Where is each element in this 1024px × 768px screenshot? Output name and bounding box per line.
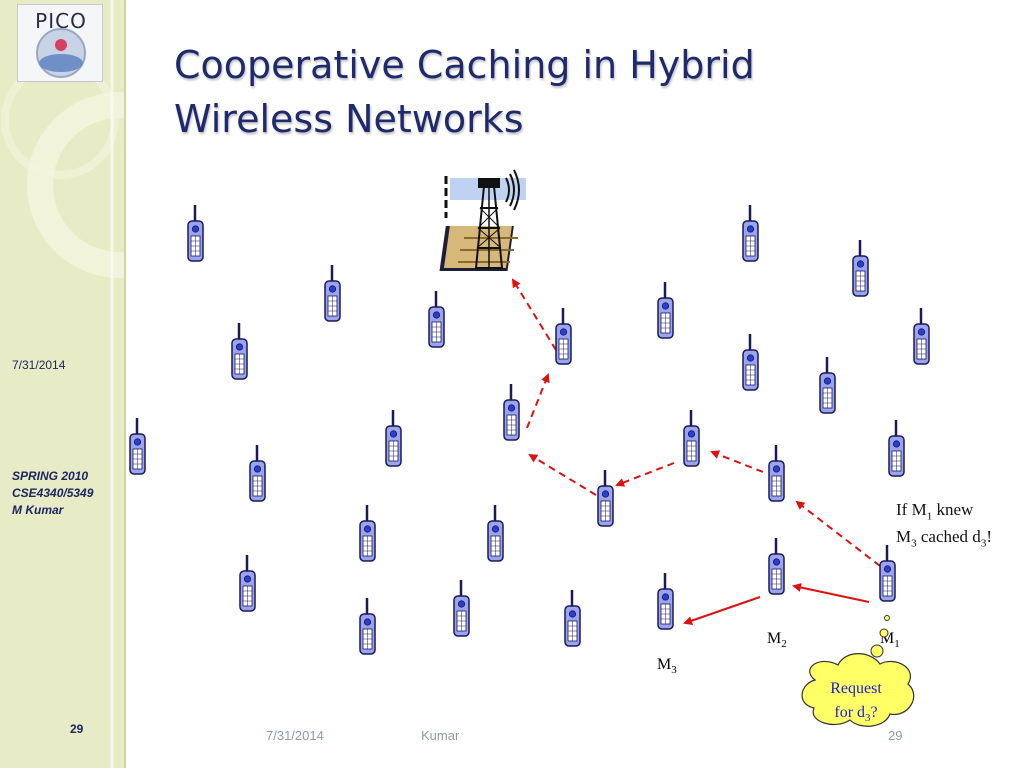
label-m3: M3 — [657, 656, 677, 676]
title-line-1: Cooperative Caching in Hybrid — [174, 43, 755, 87]
sidebar-course-info: SPRING 2010 CSE4340/5349 M Kumar — [12, 468, 93, 519]
mobile-phone-icon — [230, 321, 249, 381]
dashed-route-arrow — [795, 500, 881, 567]
mobile-phone-icon — [554, 306, 573, 366]
mobile-phone-icon — [656, 571, 675, 631]
globe-icon — [36, 28, 86, 78]
mobile-phone-icon — [741, 332, 760, 392]
mobile-phone-icon — [358, 503, 377, 563]
mobile-phone-icon — [851, 238, 870, 298]
mobile-phone-icon — [878, 543, 897, 603]
dashed-route-arrow — [526, 373, 550, 429]
mobile-phone-icon — [656, 280, 675, 340]
mobile-phone-icon — [427, 289, 446, 349]
mobile-phone-icon — [596, 468, 615, 528]
mobile-phone-icon — [323, 263, 342, 323]
course-instructor: M Kumar — [12, 503, 64, 517]
note-line-2: M3 cached d3! — [896, 527, 992, 550]
mobile-phone-icon — [818, 355, 837, 415]
phone-layer — [128, 203, 931, 656]
mobile-phone-icon — [186, 203, 205, 263]
slide-title: Cooperative Caching in Hybrid Wireless N… — [174, 38, 755, 146]
solid-request-arrow — [792, 583, 870, 603]
course-semester: SPRING 2010 — [12, 469, 89, 483]
label-m2: M2 — [767, 630, 787, 650]
footer-date: 7/31/2014 — [266, 728, 324, 743]
bubble-text-line-1: Request — [830, 680, 882, 697]
mobile-phone-icon — [502, 382, 521, 442]
mobile-phone-icon — [238, 553, 257, 613]
title-line-2: Wireless Networks — [174, 97, 524, 141]
mobile-phone-icon — [887, 418, 906, 478]
pico-logo: PICO — [17, 4, 103, 82]
dashed-route-arrow — [511, 278, 557, 351]
bubble-text-line-2: for d3? — [834, 704, 878, 725]
dashed-route-arrow — [615, 462, 675, 487]
mobile-phone-icon — [452, 578, 471, 638]
mobile-phone-icon — [767, 536, 786, 596]
sidebar: PICO 7/31/2014 SPRING 2010 CSE4340/5349 … — [0, 0, 126, 768]
arrow-layer — [511, 278, 881, 625]
mobile-phone-icon — [384, 408, 403, 468]
course-code: CSE4340/5349 — [12, 486, 94, 500]
solid-request-arrow — [683, 596, 761, 625]
mobile-phone-icon — [741, 203, 760, 263]
mobile-phone-icon — [486, 503, 505, 563]
mobile-phone-icon — [767, 443, 786, 503]
footer-page-number: 29 — [888, 728, 903, 743]
mobile-phone-icon — [563, 588, 582, 648]
request-bubble — [801, 615, 915, 727]
mobile-phone-icon — [128, 416, 147, 476]
note-line-1: If M1 knew — [896, 500, 974, 523]
sidebar-date: 7/31/2014 — [12, 358, 66, 372]
mobile-phone-icon — [358, 596, 377, 656]
sidebar-page-number: 29 — [70, 722, 84, 736]
footer-author: Kumar — [421, 728, 460, 743]
dashed-route-arrow — [710, 450, 764, 473]
base-station-tower-icon — [439, 169, 526, 271]
mobile-phone-icon — [248, 443, 267, 503]
mobile-phone-icon — [912, 306, 931, 366]
dashed-route-arrow — [528, 453, 597, 496]
mobile-phone-icon — [682, 408, 701, 468]
